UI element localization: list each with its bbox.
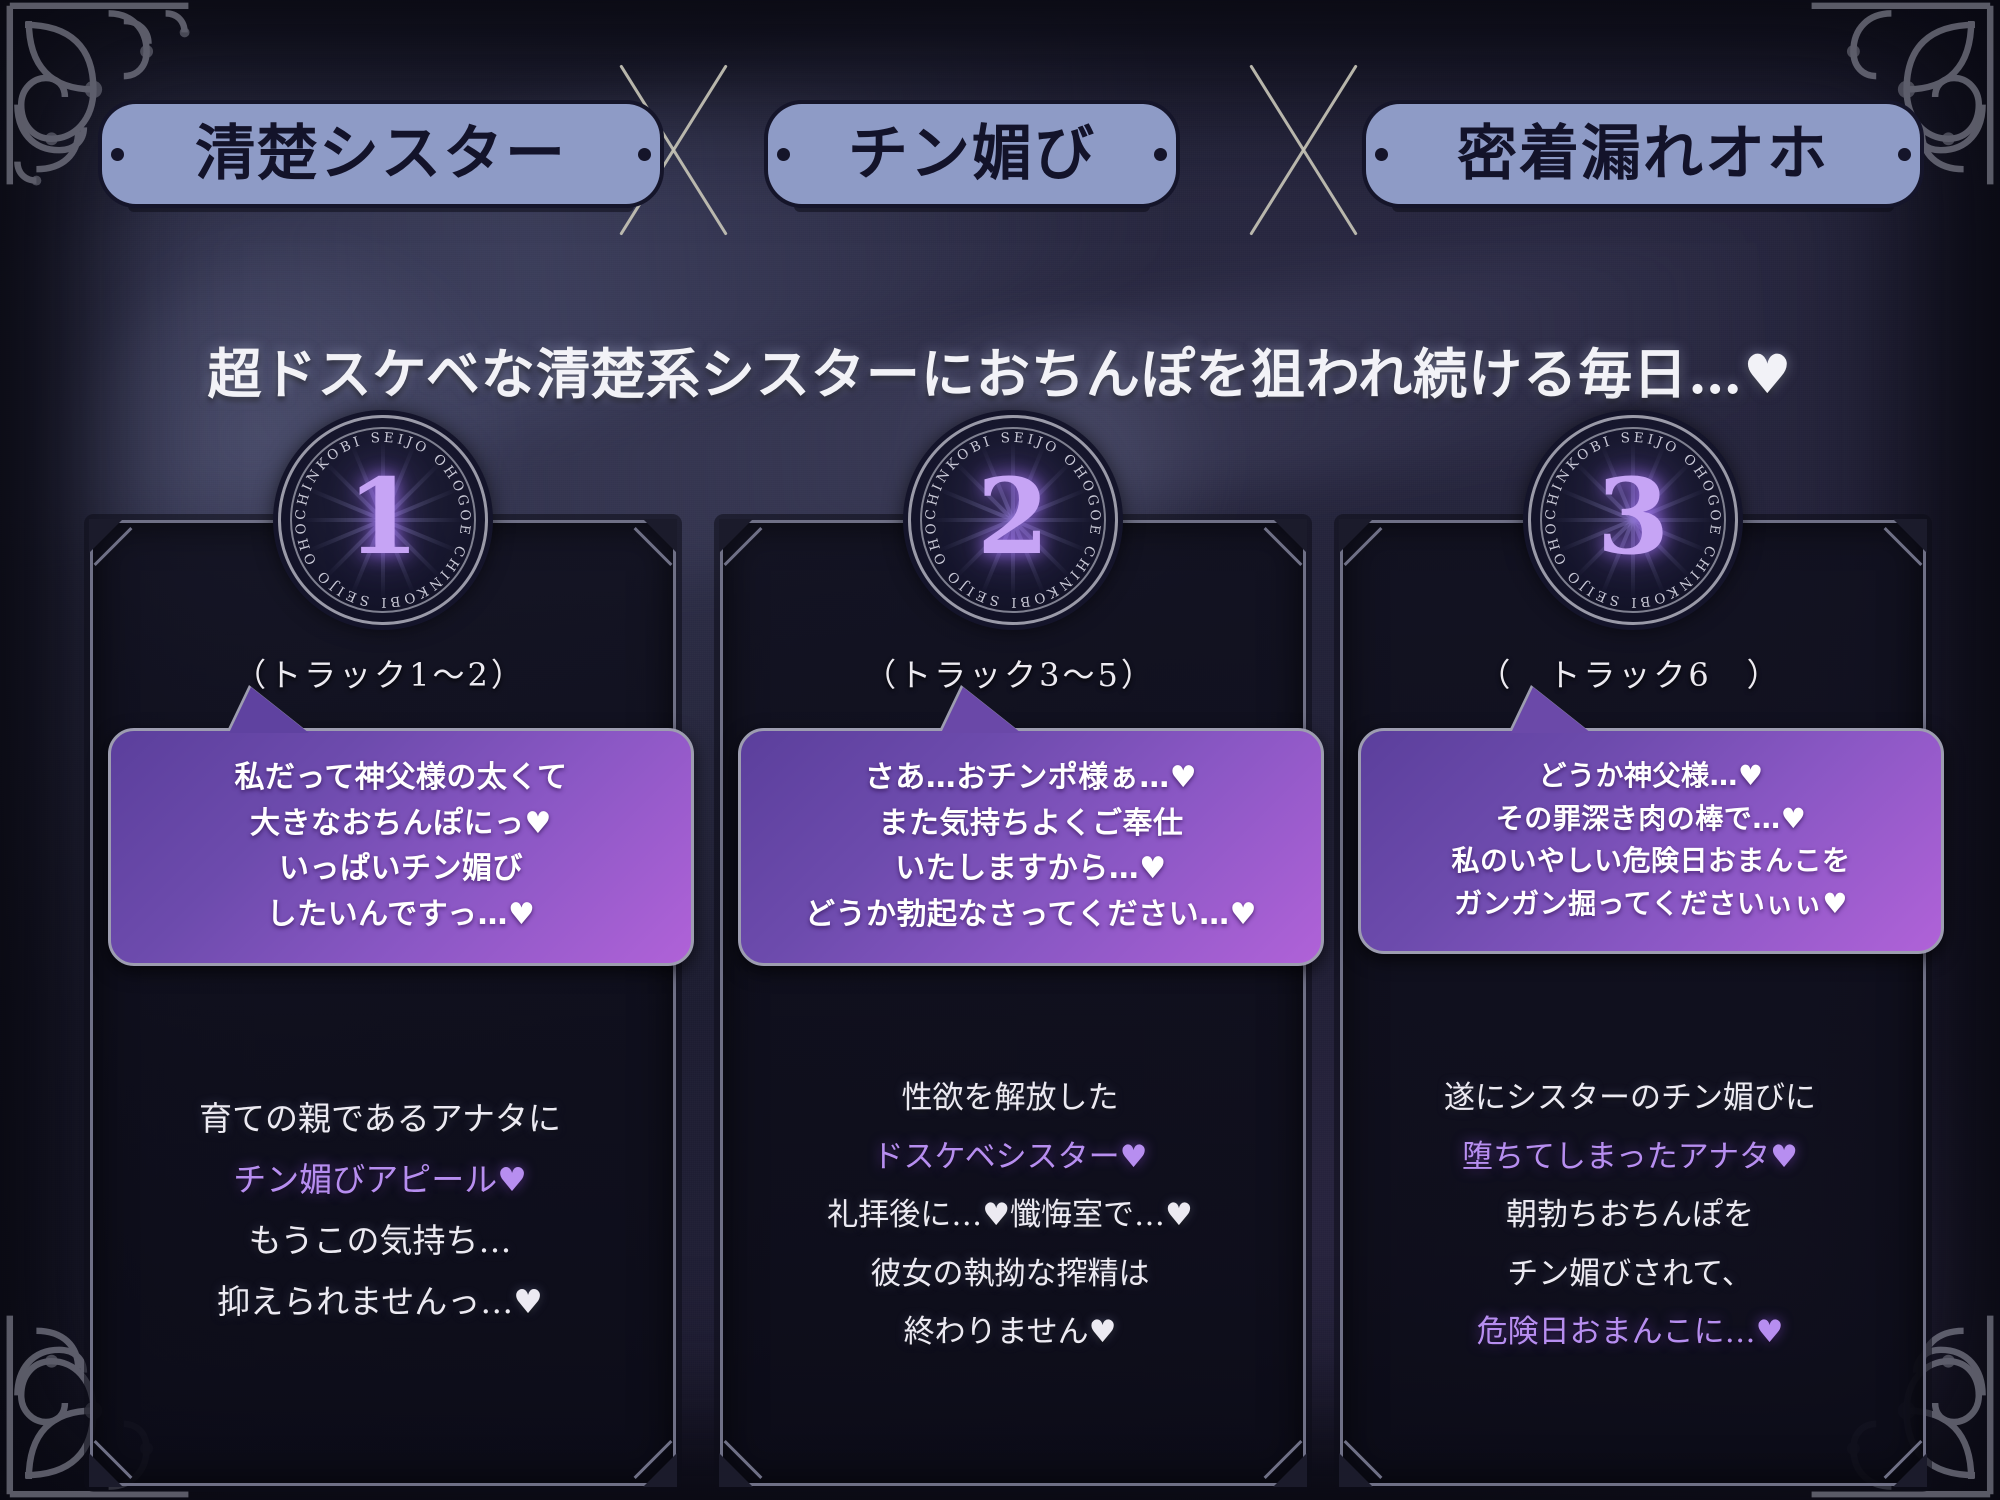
description-line-accent: 堕ちてしまったアナタ♥: [1462, 1138, 1798, 1175]
header-banner-2: チン媚び: [764, 100, 1180, 208]
speech-bubble-2-line: いたしますから…♥: [895, 851, 1167, 887]
track-seal-3-number: 3: [1596, 455, 1670, 578]
track-description-1: 育ての親であるアナタに チン媚びアピール♥ もうこの気持ち… 抑えられませんっ……: [100, 1099, 660, 1344]
track-panel-frame: [719, 519, 1307, 1487]
banner-dot-right-icon: [1154, 148, 1167, 161]
speech-bubble-3-line: ガンガン掘ってくださいぃぃ♥: [1454, 886, 1848, 920]
seal-inner-ring: [1540, 427, 1726, 613]
description-line: もうこの気持ち…: [248, 1220, 512, 1260]
speech-bubble-3-line: どうか神父様…♥: [1538, 759, 1764, 792]
description-line: 礼拝後に…♥懺悔室で…♥: [827, 1197, 1193, 1234]
header-banner-1: 清楚シスター: [98, 100, 664, 208]
speech-bubble-2: さあ…おチンポ様ぁ…♥ また気持ちよくご奉仕 いたしますから…♥ どうか勃起なさ…: [738, 687, 1324, 967]
track-seal-2: CHINKOBI SEIJO OHOGOE CHINKOBI SEIJO OHO…: [904, 406, 1118, 625]
panel-notch: [1273, 1453, 1307, 1487]
description-line-accent: チン媚びアピール♥: [233, 1159, 527, 1199]
track-label-1: （トラック1～2）: [234, 656, 526, 694]
track-column-row: CHINKOBI SEIJO OHOGOE CHINKOBI SEIJO OHO…: [0, 406, 2000, 1487]
header-banner-3: 密着漏れオホ: [1362, 100, 1924, 208]
track-description-2: 性欲を解放した ドスケベシスター♥ 礼拝後に…♥懺悔室で…♥ 彼女の執拗な搾精は…: [730, 1080, 1290, 1373]
track-column-1: CHINKOBI SEIJO OHOGOE CHINKOBI SEIJO OHO…: [89, 406, 694, 1487]
description-line: 遂にシスターのチン媚びに: [1444, 1080, 1816, 1116]
speech-bubble-3: どうか神父様…♥ その罪深き肉の棒で…♥ 私のいやしい危険日おまんこを ガンガン…: [1358, 687, 1944, 955]
speech-bubble-2-line: さあ…おチンポ様ぁ…♥: [864, 760, 1198, 795]
speech-bubble-3-line: その罪深き肉の棒で…♥: [1495, 801, 1807, 835]
banner-dot-right-icon: [1898, 148, 1911, 161]
track-panel-frame: [89, 519, 677, 1487]
header-banner-2-label: チン媚び: [848, 119, 1096, 189]
subtitle-text: 超ドスケベな清楚系シスターにおちんぽを狙われ続ける毎日…♥: [207, 342, 1793, 406]
speech-bubble-3-line: 私のいやしい危険日おまんこを: [1451, 844, 1851, 878]
description-line: 彼女の執拗な搾精は: [870, 1255, 1150, 1292]
description-line: 育ての親であるアナタに: [198, 1099, 561, 1138]
seal-ring-text: CHINKOBI SEIJO OHOGOE CHINKOBI SEIJO OHO…: [274, 406, 485, 622]
track-label-3: （ トラック6 ）: [1478, 656, 1782, 694]
panel-notch: [1339, 519, 1373, 553]
banner-dot-left-icon: [111, 148, 124, 161]
ornament-corner-top-right-icon: [1804, 2, 1994, 192]
panel-notch: [719, 519, 753, 553]
panel-notch: [89, 1453, 123, 1487]
track-seal-1: CHINKOBI SEIJO OHOGOE CHINKOBI SEIJO OHO…: [274, 406, 488, 625]
seal-ring-text: CHINKOBI SEIJO OHOGOE CHINKOBI SEIJO OHO…: [1524, 406, 1735, 622]
panel-notch: [643, 1453, 677, 1487]
speech-bubble-1-line: 私だって神父様の太くて: [234, 760, 568, 795]
speech-bubble-tail-icon: [1511, 687, 1591, 733]
panel-notch: [1339, 1453, 1373, 1487]
header-banner-1-label: 清楚シスター: [195, 119, 567, 189]
panel-notch: [719, 1453, 753, 1487]
track-seal-2-number: 2: [976, 455, 1050, 578]
speech-bubble-tail-icon: [941, 687, 1021, 733]
panel-notch: [1273, 519, 1307, 553]
header-banner-row: 清楚シスター チン媚び 密着漏れオホ: [0, 26, 2000, 236]
speech-bubble-1: 私だって神父様の太くて 大きなおちんぽにっ♥ いっぱいチン媚び したいんですっ……: [108, 687, 694, 967]
panel-notch: [89, 519, 123, 553]
speech-bubble-tail-icon: [229, 687, 309, 733]
description-line: 朝勃ちおちんぽを: [1506, 1197, 1754, 1234]
track-description-3: 遂にシスターのチン媚びに 堕ちてしまったアナタ♥ 朝勃ちおちんぽを チン媚びされ…: [1350, 1080, 1910, 1373]
description-line-accent: 危険日おまんこに…♥: [1476, 1314, 1784, 1351]
banner-dot-left-icon: [777, 148, 790, 161]
track-column-2: CHINKOBI SEIJO OHOGOE CHINKOBI SEIJO OHO…: [719, 406, 1324, 1487]
banner-dot-right-icon: [638, 148, 651, 161]
seal-inner-ring: [290, 427, 476, 613]
panel-notch: [1893, 1453, 1927, 1487]
description-line: チン媚びされて、: [1507, 1255, 1753, 1292]
speech-bubble-1-line: 大きなおちんぽにっ♥: [250, 805, 552, 841]
description-line: 終わりません♥: [903, 1314, 1117, 1351]
track-panel-frame: [1339, 519, 1927, 1487]
speech-bubble-2-line: また気持ちよくご奉仕: [878, 805, 1184, 841]
speech-bubble-1-line: いっぱいチン媚び: [279, 851, 523, 887]
description-line-accent: ドスケベシスター♥: [872, 1138, 1148, 1175]
ornament-corner-top-left-icon: [6, 2, 196, 192]
description-line: 抑えられませんっ…♥: [217, 1281, 543, 1321]
seal-ring-text: CHINKOBI SEIJO OHOGOE CHINKOBI SEIJO OHO…: [904, 406, 1115, 622]
description-line: 性欲を解放した: [901, 1080, 1119, 1116]
speech-bubble-1-line: したいんですっ…♥: [266, 896, 536, 932]
panel-notch: [1893, 519, 1927, 553]
panel-notch: [643, 519, 677, 553]
track-seal-3: CHINKOBI SEIJO OHOGOE CHINKOBI SEIJO OHO…: [1524, 406, 1738, 625]
seal-inner-ring: [920, 427, 1106, 613]
track-column-3: CHINKOBI SEIJO OHOGOE CHINKOBI SEIJO OHO…: [1339, 406, 1944, 1487]
speech-bubble-2-line: どうか勃起なさってください…♥: [805, 896, 1257, 932]
header-banner-3-label: 密着漏れオホ: [1457, 119, 1829, 189]
banner-dot-left-icon: [1375, 148, 1388, 161]
track-seal-1-number: 1: [346, 455, 420, 578]
